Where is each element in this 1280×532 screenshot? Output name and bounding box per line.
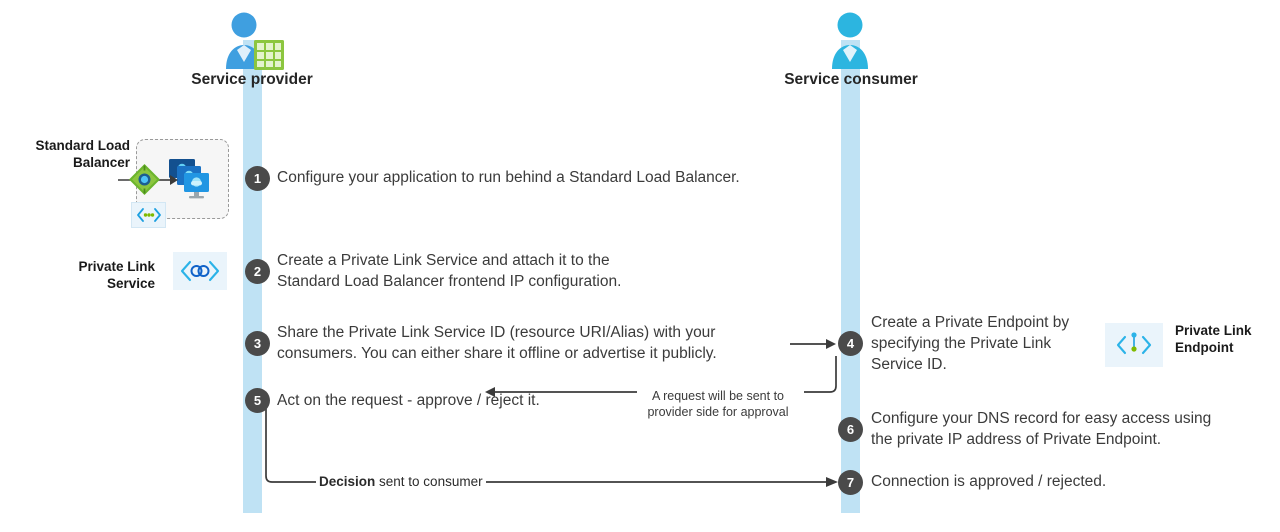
load-balancer-icon: [128, 163, 161, 196]
resource-label-standard-load-balancer: Standard Load Balancer: [35, 138, 130, 170]
actor-label-provider: Service provider: [191, 71, 313, 88]
user-server-icon: [222, 12, 284, 70]
step-text-6: Configure your DNS record for easy acces…: [871, 410, 1212, 448]
step-badge-2: 2: [245, 259, 270, 284]
connector-label-decision-rest: sent to consumer: [375, 474, 483, 489]
elbow-consumer-to-approval: [804, 356, 837, 393]
actor-label-consumer: Service consumer: [784, 71, 918, 88]
step-text-5: Act on the request - approve / reject it…: [277, 392, 540, 409]
lifeline-service-consumer: [841, 40, 860, 513]
step-badge-4: 4: [838, 331, 863, 356]
step-text-2: Create a Private Link Service and attach…: [277, 252, 622, 290]
virtual-machines-icon: [168, 157, 218, 202]
step-text-7: Connection is approved / rejected.: [871, 473, 1107, 490]
step-badge-1: 1: [245, 166, 270, 191]
private-link-endpoint-icon: [1105, 323, 1163, 367]
step-text-3: Share the Private Link Service ID (resou…: [277, 324, 717, 362]
step-text-4: Create a Private Endpoint by specifying …: [871, 314, 1070, 373]
user-icon: [826, 12, 874, 70]
step-badge-7: 7: [838, 470, 863, 495]
private-link-service-icon: [173, 252, 227, 290]
resource-label-private-link-service: Private Link Service: [78, 259, 155, 291]
subnet-icon: [131, 202, 166, 228]
annotation-request-approval: A request will be sent to provider side …: [647, 389, 789, 419]
connector-label-decision: Decision sent to consumer: [316, 473, 486, 490]
step-badge-5: 5: [245, 388, 270, 413]
step-badge-6: 6: [838, 417, 863, 442]
connector-label-decision-bold: Decision: [319, 474, 376, 489]
step-badge-3: 3: [245, 331, 270, 356]
step-text-1: Configure your application to run behind…: [277, 169, 740, 186]
resource-label-private-link-endpoint: Private Link Endpoint: [1175, 323, 1252, 355]
